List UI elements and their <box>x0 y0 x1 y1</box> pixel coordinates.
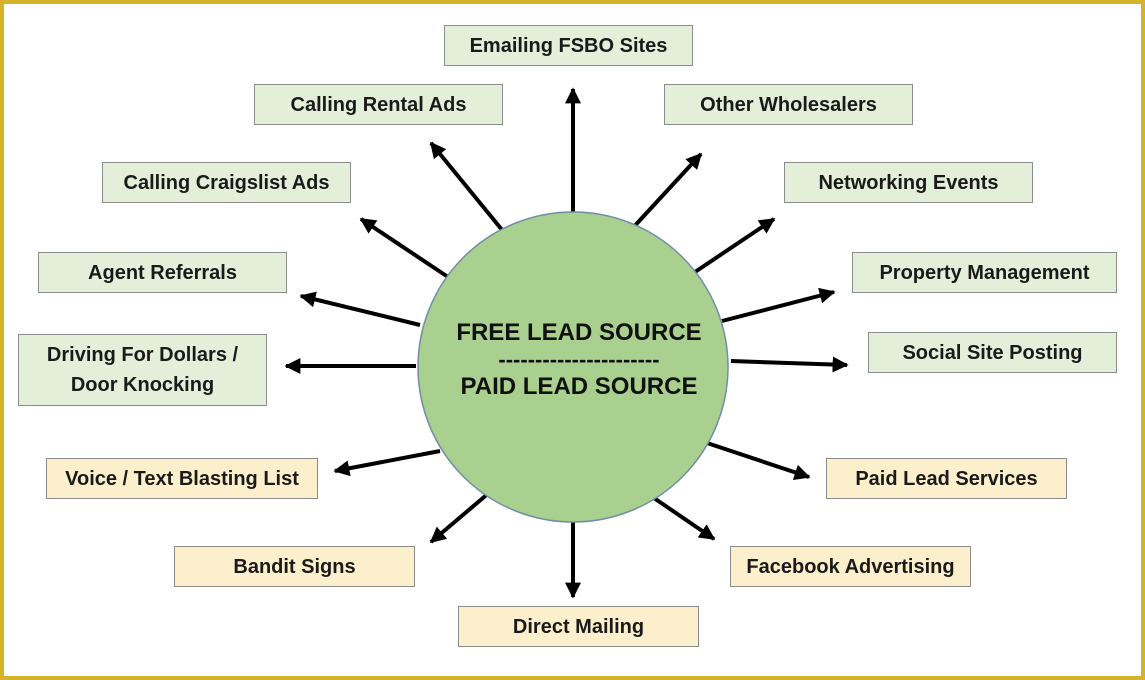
arrow-social-site-posting <box>730 356 849 373</box>
source-direct-mailing: Direct Mailing <box>458 606 699 647</box>
arrow-agent-referrals <box>299 291 421 327</box>
source-emailing-fsbo-sites: Emailing FSBO Sites <box>444 25 693 66</box>
source-paid-lead-services: Paid Lead Services <box>826 458 1067 499</box>
source-other-wholesalers: Other Wholesalers <box>664 84 913 125</box>
hub-divider: ---------------------- <box>498 350 660 370</box>
source-social-site-posting: Social Site Posting <box>868 332 1117 373</box>
arrow-facebook-advertising <box>649 494 716 541</box>
source-property-management: Property Management <box>852 252 1117 293</box>
hub-circle <box>417 211 729 523</box>
source-calling-craigslist-ads: Calling Craigslist Ads <box>102 162 351 203</box>
source-facebook-advertising: Facebook Advertising <box>730 546 971 587</box>
free-lead-source-label: FREE LEAD SOURCE <box>456 319 702 346</box>
source-bandit-signs: Bandit Signs <box>174 546 415 587</box>
arrow-property-management <box>721 287 836 323</box>
hub-label: FREE LEAD SOURCE ---------------------- … <box>434 304 724 424</box>
arrow-networking-events <box>690 217 776 276</box>
source-agent-referrals: Agent Referrals <box>38 252 287 293</box>
arrow-calling-craigslist-ads <box>359 217 450 279</box>
paid-lead-source-label: PAID LEAD SOURCE <box>460 373 698 400</box>
arrow-voice-text-blasting-list <box>333 449 441 477</box>
arrow-layer <box>284 87 849 599</box>
source-networking-events: Networking Events <box>784 162 1033 203</box>
arrow-calling-rental-ads <box>429 141 509 238</box>
source-voice-text-blasting-list: Voice / Text Blasting List <box>46 458 318 499</box>
source-calling-rental-ads: Calling Rental Ads <box>254 84 503 125</box>
source-driving-for-dollars: Driving For Dollars / Door Knocking <box>18 334 267 406</box>
arrow-paid-lead-services <box>706 441 811 481</box>
arrow-other-wholesalers <box>627 152 703 234</box>
arrow-bandit-signs <box>429 490 492 544</box>
